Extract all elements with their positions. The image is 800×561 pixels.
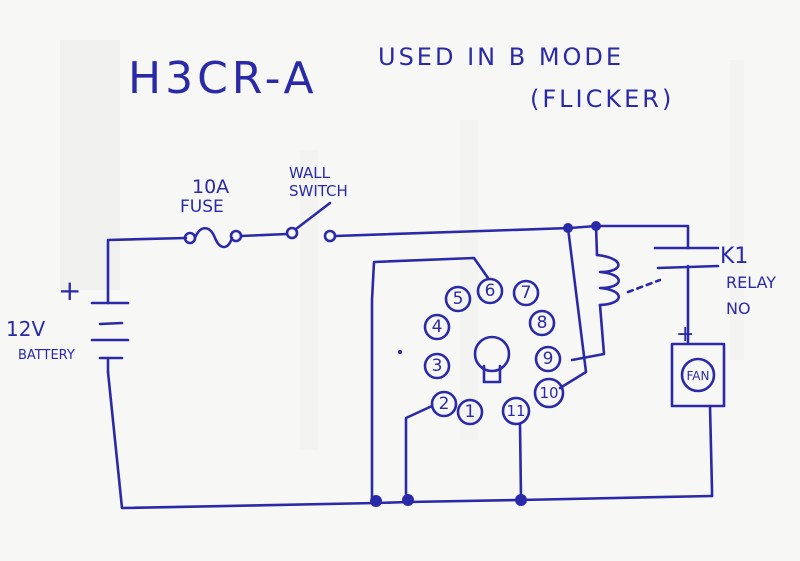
pin-6: 6 — [476, 277, 504, 305]
wire-bus-to-contact — [594, 224, 690, 250]
socket-center-key — [473, 335, 511, 384]
paper-bleed-through — [60, 40, 744, 450]
fan-plus: + — [676, 322, 694, 347]
battery-plus: + — [58, 274, 81, 307]
relay-label-line-1: RELAY — [726, 273, 776, 292]
pin-7-label: 7 — [521, 283, 532, 303]
pin-3-label: 3 — [432, 356, 443, 376]
pin-2: 2 — [430, 390, 458, 418]
fuse-symbol — [183, 226, 243, 249]
fuse-rating: 10A — [192, 176, 229, 198]
fan-load: FAN — [670, 342, 726, 408]
pin-6-label: 6 — [485, 281, 496, 301]
pin-11-label: 11 — [506, 402, 525, 420]
pin-11: 11 — [501, 396, 531, 426]
battery-voltage: 12V — [6, 317, 45, 341]
pin-10: 10 — [533, 377, 565, 409]
wire-fuse-to-switch — [239, 232, 289, 238]
relay-mechanical-link — [626, 278, 662, 294]
wire-fan-return — [708, 404, 714, 498]
pin-5: 5 — [444, 285, 472, 313]
diagram-title: H3CR-A — [128, 53, 318, 104]
fuse-label: FUSE — [180, 197, 224, 217]
switch-label-line-2: SWITCH — [289, 182, 348, 200]
pin-1: 1 — [456, 398, 484, 426]
pin-7: 7 — [512, 279, 540, 307]
pin-8-label: 8 — [537, 313, 548, 333]
wire-bus-to-pin10 — [558, 226, 588, 390]
wire-pin6-to-return — [370, 256, 490, 504]
battery-label: BATTERY — [18, 348, 75, 363]
relay-name: K1 — [720, 244, 748, 269]
pin-9-label: 9 — [543, 349, 554, 369]
mode-note-line-2: (FLICKER) — [530, 85, 674, 113]
pin-10-label: 10 — [539, 384, 558, 402]
switch-label-line-1: WALL — [289, 164, 331, 182]
relay-contact-k1 — [653, 246, 720, 344]
pin-5-label: 5 — [453, 289, 464, 309]
wire-pin11-to-return — [518, 422, 523, 500]
pin-2-label: 2 — [439, 394, 450, 414]
mode-note-line-1: USED IN B MODE — [378, 43, 624, 71]
fan-label: FAN — [687, 369, 710, 383]
relay-coil — [570, 224, 620, 362]
battery-symbol — [90, 301, 130, 374]
pin-4: 4 — [423, 313, 451, 341]
pin-9: 9 — [534, 345, 562, 373]
wire-battery-to-fuse — [106, 236, 188, 305]
wire-bottom-return — [106, 370, 714, 510]
relay-label-line-2: NO — [726, 299, 751, 318]
wire-pin2-to-return — [404, 404, 434, 500]
pin-1-label: 1 — [465, 402, 476, 422]
pin-8: 8 — [528, 309, 556, 337]
pin-4-label: 4 — [432, 317, 443, 337]
pin-3: 3 — [423, 352, 451, 380]
